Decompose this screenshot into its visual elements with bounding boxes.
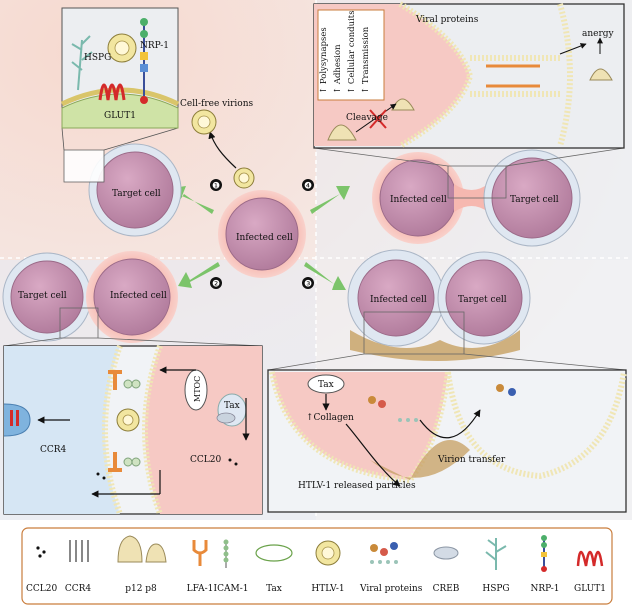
legend-lfa1: LFA-1 [186,584,214,594]
route4-target-cell-label: Target cell [510,195,559,205]
legend-icam1: ICAM-1 [213,584,249,594]
conduit-inset [313,1,625,149]
route2-target-cell-label: Target cell [18,291,67,301]
legend-panel [21,527,613,605]
anergy-label: anergy [582,29,615,39]
legend-hspg: HSPG [482,584,510,594]
viral-proteins-label: Viral proteins [415,15,479,25]
route1-target-cell [88,143,182,237]
legend-p12-p8: p12 p8 [125,584,157,594]
collagen-label: ↑Collagen [306,413,354,423]
route-3-number: ❸ [304,280,312,290]
legend-tax: Tax [266,584,282,594]
ccl20-label: CCL20 [190,455,221,465]
ccr4-label: CCR4 [40,445,67,455]
central-infected-cell-label: Infected cell [236,233,293,243]
tax-label-biofilm: Tax [318,380,334,390]
cell-free-virion [191,109,217,135]
legend-ccr4: CCR4 [64,584,92,594]
route-arrows [172,186,350,290]
virological-synapse-inset [3,344,263,516]
tax-label-synapse: Tax [224,401,240,411]
cellular-conduits-label: ↑ Cellular conduits [347,10,357,94]
route1-target-cell-label: Target cell [112,189,161,199]
route-2-number: ❷ [212,280,220,290]
cleavage-label: Cleavage [346,113,388,123]
legend-ccl20: CCL20 [26,584,58,594]
htlv-released-label: HTLV-1 released particles [298,481,416,491]
adhesion-label: ↑ Adhesion [333,44,343,94]
route3-infected-cell-label: Infected cell [370,295,427,305]
central-infected-cell [218,190,306,278]
biofilm-inset [267,369,627,513]
route4-cells [372,149,581,247]
legend-glut1: GLUT1 [574,584,606,594]
polysynapses-label: ↑ Polysynapses [319,27,329,94]
receptor-inset [60,7,180,129]
legend-nrp1: NRP-1 [530,584,560,594]
route2-cells [2,251,178,343]
glut1-label: GLUT1 [104,111,136,121]
legend-creb: CREB [432,584,460,594]
route-4-number: ❹ [304,182,312,192]
route4-infected-cell-label: Infected cell [390,195,447,205]
legend-htlv1: HTLV-1 [311,584,345,594]
legend-viral-proteins: Viral proteins [360,584,423,594]
hspg-label: HSPG [84,53,111,63]
nrp1-label: NRP-1 [140,41,169,51]
route3-cells [347,249,531,361]
transmission-label: ↑ Transmission [361,26,371,94]
route-numbers: ❶ ❷ ❸ ❹ [210,179,314,290]
cell-free-virions-label: Cell-free virions [180,99,254,109]
route3-target-cell-label: Target cell [458,295,507,305]
route-1-number: ❶ [212,182,220,192]
mtoc-label: MTOC [193,376,202,402]
route2-infected-cell-label: Infected cell [110,291,167,301]
virion-near-cell [233,167,255,189]
virion-transfer-label: Virion transfer [437,455,506,465]
